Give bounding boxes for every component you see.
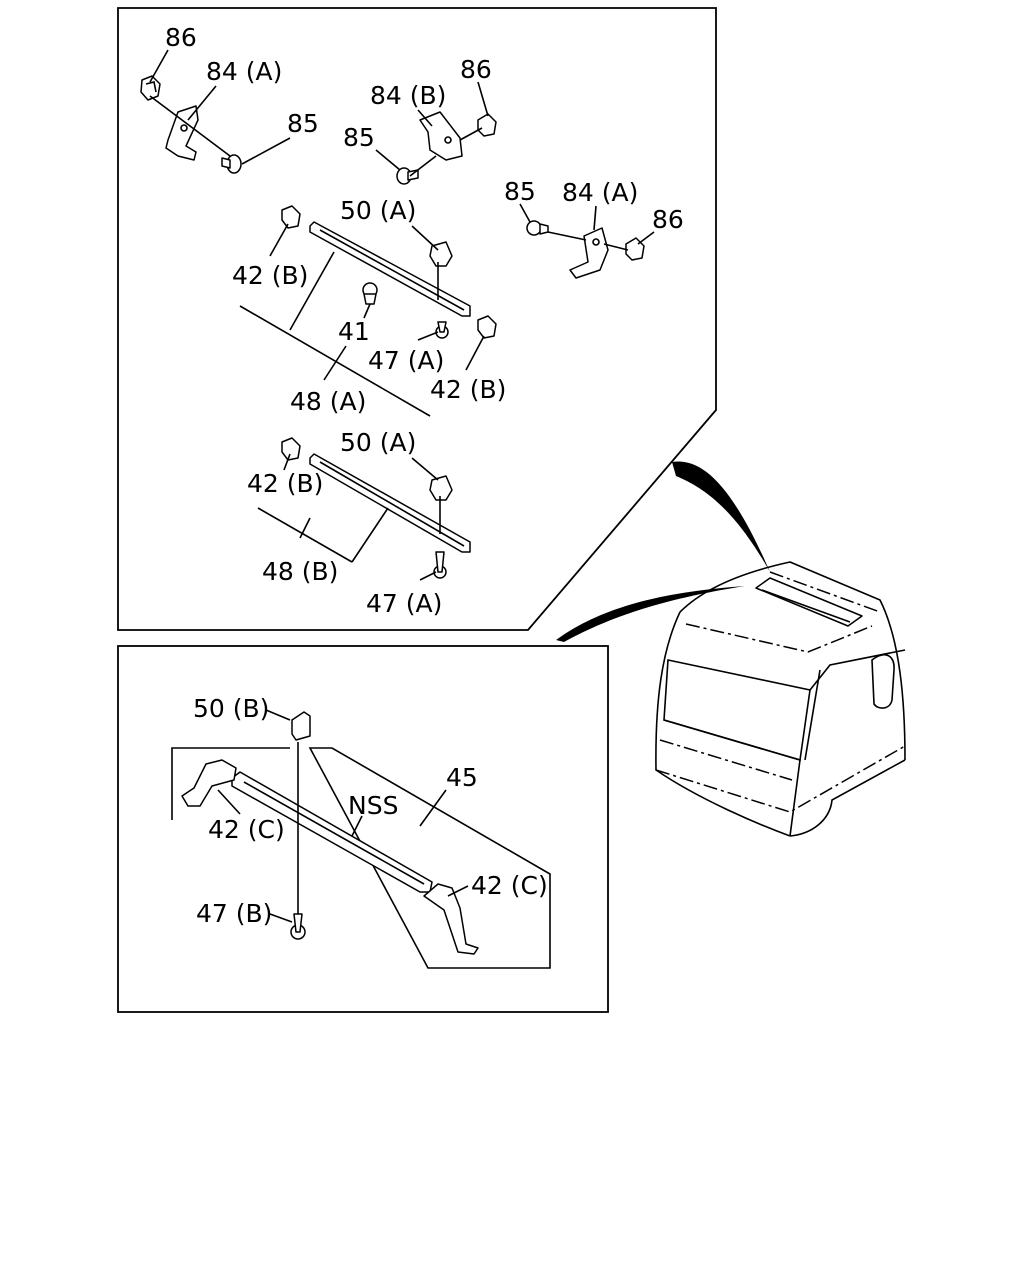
bracket-42c-right	[423, 883, 479, 955]
screw-47a-a	[435, 321, 449, 339]
label-84a-a: 84 (A)	[206, 57, 282, 86]
lower-pointer-wedge	[556, 586, 745, 642]
label-42b-a: 42 (B)	[232, 261, 308, 290]
bracket-42c-left	[181, 759, 237, 807]
label-nss: NSS	[348, 791, 398, 820]
screw-47b	[290, 913, 306, 940]
assembly-45-outline	[171, 747, 551, 969]
screw-47a-b	[433, 551, 447, 579]
upper-leader-lines	[149, 49, 655, 581]
label-86-a: 86	[165, 23, 197, 52]
rail-48a	[309, 221, 471, 317]
label-42c-b: 42 (C)	[471, 871, 548, 900]
lower-detail-frame	[117, 645, 609, 1013]
label-50b: 50 (B)	[193, 694, 269, 723]
bracket-84a-left	[165, 105, 199, 161]
label-84a-b: 84 (A)	[562, 178, 638, 207]
upper-detail-frame	[117, 7, 717, 631]
label-50a-a: 50 (A)	[340, 196, 416, 225]
label-47b: 47 (B)	[196, 899, 272, 928]
part-labels: 86 84 (A) 85 84 (B) 86 85 85 84 (A) 86 5…	[165, 23, 684, 928]
label-41: 41	[338, 317, 370, 346]
label-45: 45	[446, 763, 478, 792]
clip-86-b	[477, 113, 497, 137]
label-86-c: 86	[652, 205, 684, 234]
screw-85-c	[526, 220, 549, 236]
label-85-b: 85	[343, 123, 375, 152]
screw-85-a	[221, 154, 242, 174]
rail-48b	[309, 453, 471, 553]
nut-41	[362, 282, 378, 305]
screw-85-b	[396, 167, 419, 185]
clip-42b-c	[281, 437, 301, 461]
upper-pointer-wedge	[672, 461, 770, 572]
label-42b-c: 42 (B)	[247, 469, 323, 498]
bracket-84a-right	[569, 227, 609, 279]
label-42c-a: 42 (C)	[208, 815, 285, 844]
label-85-a: 85	[287, 109, 319, 138]
label-86-b: 86	[460, 55, 492, 84]
label-85-c: 85	[504, 177, 536, 206]
clip-50b	[291, 711, 311, 741]
lower-leader-lines	[217, 709, 469, 923]
clip-50a-b	[429, 475, 453, 501]
label-84b: 84 (B)	[370, 81, 446, 110]
vehicle-cab	[655, 561, 906, 837]
label-42b-b: 42 (B)	[430, 375, 506, 404]
label-48a: 48 (A)	[290, 387, 366, 416]
clip-42b-b	[477, 315, 497, 339]
clip-86-a	[140, 75, 161, 101]
label-48b: 48 (B)	[262, 557, 338, 586]
label-47a-a: 47 (A)	[368, 346, 444, 375]
label-47a-b: 47 (A)	[366, 589, 442, 618]
label-50a-b: 50 (A)	[340, 428, 416, 457]
clip-42b-a	[281, 205, 301, 229]
